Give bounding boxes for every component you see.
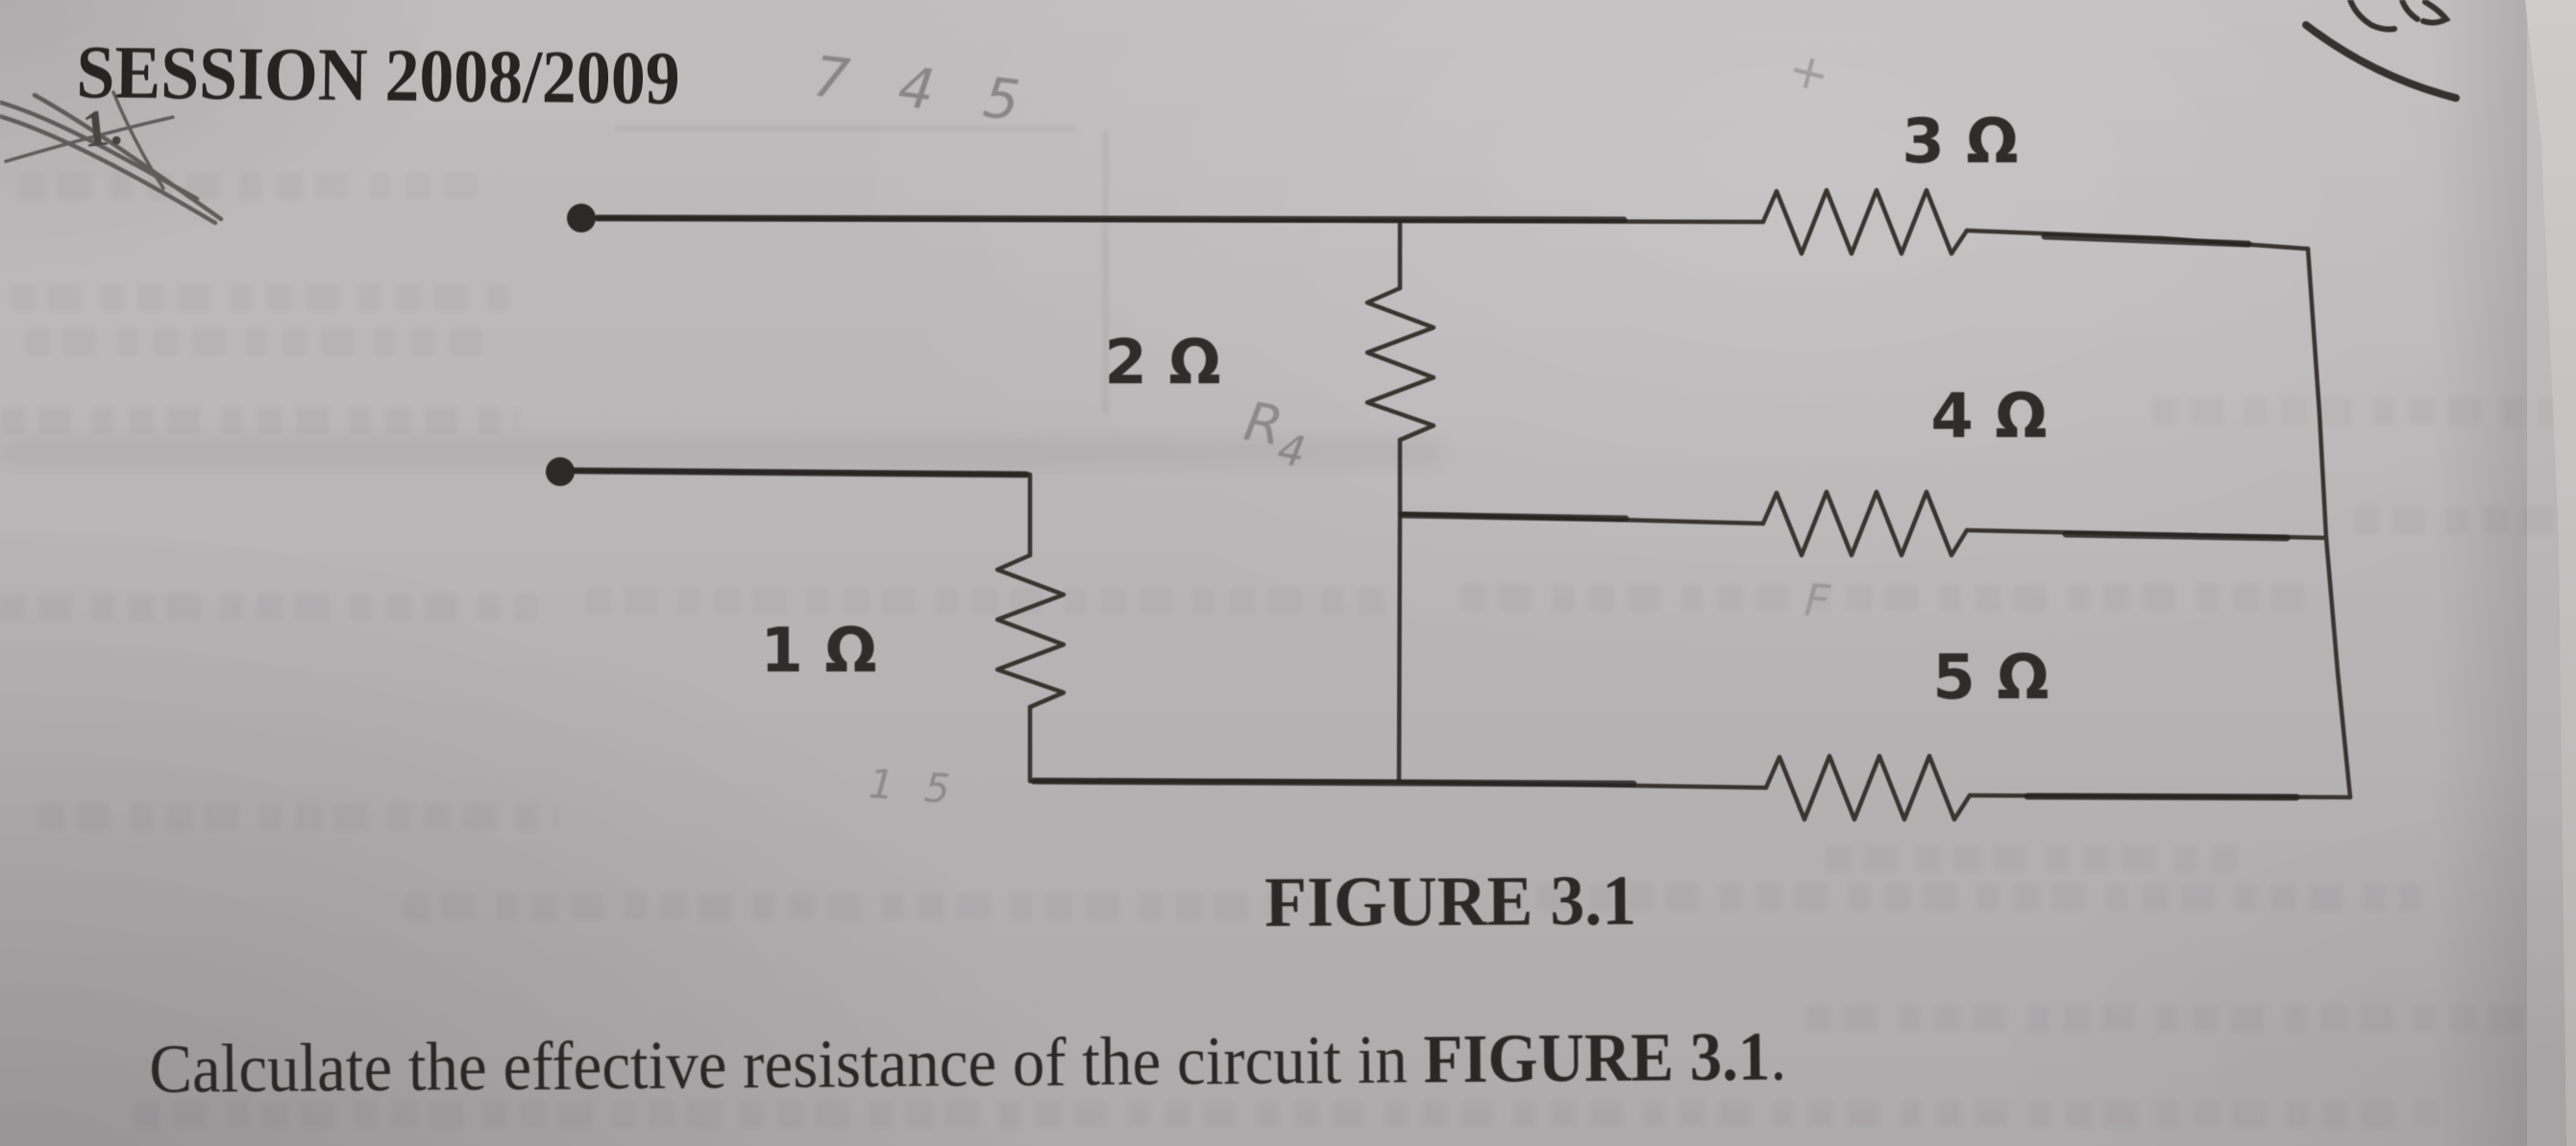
bleed-through-smudge <box>10 284 509 311</box>
pen-scribble <box>0 90 224 226</box>
bleed-through-line <box>1103 130 1108 413</box>
wire-top-right-bold <box>2041 232 2252 248</box>
pencil-node-label: R4 <box>1238 391 1314 477</box>
page-edge-shadow <box>2431 0 2527 1146</box>
question-text: Calculate the effective resistance of th… <box>149 1017 1786 1109</box>
bleed-through-smudge <box>2354 507 2565 534</box>
terminal-a-dot <box>567 204 596 232</box>
bleed-through-smudge <box>25 329 486 355</box>
wire-right-rail <box>2305 246 2353 800</box>
question-text-suffix: . <box>1770 1017 1787 1095</box>
bleed-through-smudge <box>1499 884 2421 911</box>
wire-middle-bold <box>1398 511 1630 523</box>
resistor-3ohm <box>1760 187 1970 256</box>
wire-top-bold <box>594 214 1628 224</box>
wire-bottom-right-bold <box>2024 792 2300 801</box>
resistor-4ohm <box>1760 489 1970 558</box>
bleed-through-smudge <box>19 173 500 200</box>
wire-center-lower <box>1396 437 1403 785</box>
resistor-1ohm <box>994 552 1067 710</box>
pencil-side-mark: F <box>1803 573 1832 627</box>
label-resistor-3ohm: 3 Ω <box>1901 107 2019 178</box>
terminal-b-dot <box>546 457 575 486</box>
resistor-2ohm <box>1364 285 1436 443</box>
label-resistor-4ohm: 4 Ω <box>1930 381 2048 452</box>
figure-caption: FIGURE 3.1 <box>1264 861 1637 942</box>
wire-middle-right-bold <box>2062 530 2291 542</box>
corner-scrawl <box>2302 0 2460 102</box>
wire-bottom-bold <box>1030 777 1637 788</box>
bleed-through-smudge <box>0 407 519 434</box>
bleed-through-smudge <box>1806 1005 2537 1032</box>
paper-crease-shadow <box>0 440 1441 465</box>
bleed-through-smudge <box>1460 584 2306 611</box>
question-text-prefix: Calculate the effective resistance of th… <box>149 1020 1424 1108</box>
label-resistor-1ohm: 1 Ω <box>760 616 877 687</box>
bleed-through-smudge <box>2152 398 2556 425</box>
wire-terminal-b <box>570 468 1033 558</box>
label-resistor-2ohm: 2 Ω <box>1104 328 1221 399</box>
bleed-through-smudge <box>38 803 557 830</box>
bleed-through-smudge <box>1826 845 2239 872</box>
label-resistor-5ohm: 5 Ω <box>1932 643 2049 714</box>
bleed-through-smudge <box>586 588 1393 615</box>
bleed-through-smudge <box>404 893 1307 920</box>
question-text-figure-ref: FIGURE 3.1 <box>1423 1017 1771 1098</box>
pencil-marks-bottom: 1 5 <box>867 760 952 813</box>
bleed-through-smudge <box>135 1101 2441 1128</box>
bleed-through-line <box>615 126 1076 131</box>
resistor-5ohm <box>1763 753 1973 822</box>
bleed-through-smudge <box>0 594 538 621</box>
wire-terminal-b-bold <box>571 467 1030 478</box>
